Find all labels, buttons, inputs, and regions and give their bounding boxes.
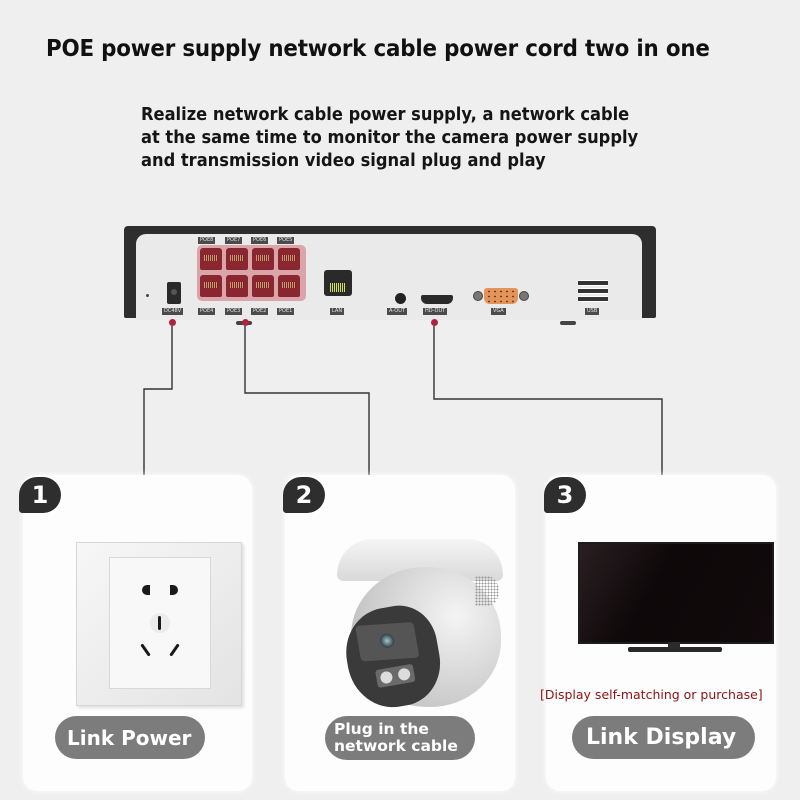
poe-label: POE3	[225, 308, 243, 315]
poe-label: POE5	[277, 237, 295, 244]
lan-port-icon	[324, 270, 352, 296]
step-card-display: 3 [Display self-matching or purchase] Li…	[540, 475, 776, 791]
subtitle-line: and transmission video signal plug and p…	[141, 151, 546, 171]
poe-port-block	[197, 245, 306, 301]
vga-label: VGA	[491, 308, 506, 315]
wire-display	[433, 326, 663, 476]
poe-port-icon	[226, 248, 248, 270]
link-display-label: Link Display	[572, 716, 755, 759]
aout-label: A-OUT	[387, 308, 407, 315]
step-number-badge: 1	[19, 477, 61, 513]
poe-port-icon	[226, 275, 248, 297]
subtitle: Realize network cable power supply, a ne…	[141, 104, 638, 173]
poe-port-icon	[278, 248, 300, 270]
poe-label: POE8	[198, 237, 216, 244]
page-title: POE power supply network cable power cor…	[46, 36, 710, 62]
poe-label: POE7	[225, 237, 243, 244]
label-line: network cable	[334, 737, 458, 755]
poe-port-icon	[252, 248, 274, 270]
poe-label: POE4	[198, 308, 216, 315]
vga-port-icon	[473, 288, 529, 304]
poe-connector-dot	[242, 319, 249, 326]
hdmi-port-icon	[421, 295, 453, 304]
usb-label: USB	[585, 308, 600, 315]
usb-port-icon	[578, 280, 608, 304]
wire-camera	[244, 326, 370, 476]
power-led-icon	[146, 294, 149, 297]
step-card-power: 1 Link Power	[19, 475, 252, 791]
dc-label: DC48V	[162, 308, 184, 315]
step-number-badge: 2	[283, 477, 325, 513]
label-line: Plug in the	[334, 720, 429, 738]
poe-port-icon	[278, 275, 300, 297]
audio-out-jack-icon	[395, 293, 406, 304]
step-card-camera: 2 Plug in the network cable	[283, 475, 515, 791]
hdmi-label: HD-OUT	[423, 308, 448, 315]
poe-label: POE1	[277, 308, 295, 315]
subtitle-line: at the same time to monitor the camera p…	[141, 128, 639, 148]
poe-port-icon	[252, 275, 274, 297]
display-note: [Display self-matching or purchase]	[540, 687, 763, 702]
hdmi-connector-dot	[431, 319, 438, 326]
nvr-rear-panel: DC48V POE8 POE7 POE6 POE5 POE4 POE3 POE2…	[124, 226, 656, 326]
lan-label: LAN	[330, 308, 345, 315]
wire-power	[143, 326, 173, 476]
poe-label: POE6	[251, 237, 269, 244]
link-power-label: Link Power	[55, 716, 205, 759]
dc-connector-dot	[169, 319, 176, 326]
dc-power-jack-icon	[167, 282, 181, 304]
plug-network-cable-label: Plug in the network cable	[325, 716, 475, 760]
nvr-foot	[560, 321, 576, 325]
subtitle-line: Realize network cable power supply, a ne…	[141, 105, 630, 125]
poe-port-icon	[200, 248, 222, 270]
poe-port-icon	[200, 275, 222, 297]
step-number-badge: 3	[544, 477, 586, 513]
poe-label: POE2	[251, 308, 269, 315]
